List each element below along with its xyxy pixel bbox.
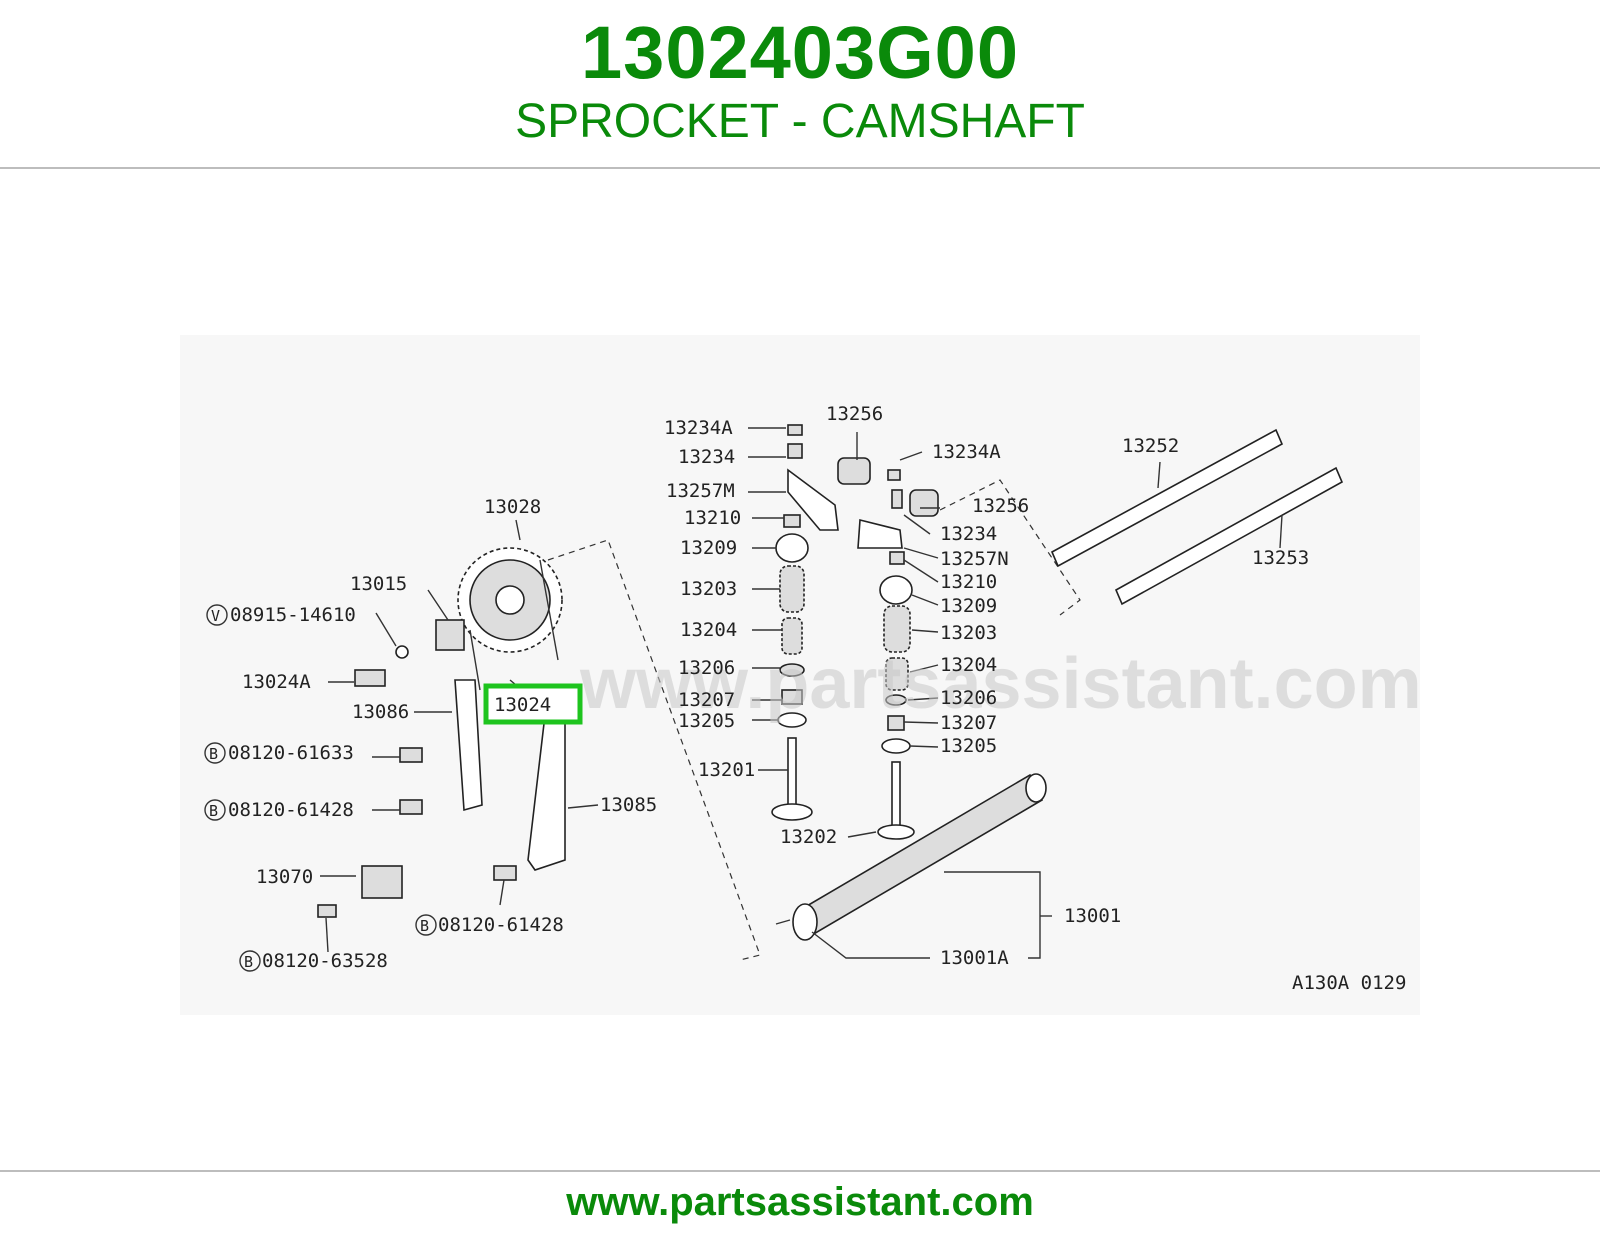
part-08915-washer-graphic <box>395 645 409 659</box>
part-13024A-bolt-graphic <box>354 669 386 687</box>
label-13024A: 13024A <box>242 671 311 693</box>
drawing-code: A130A 0129 <box>1292 972 1406 994</box>
part-labels: 13234A 13256 13234 13257M 13210 13209 13… <box>228 403 1406 994</box>
bolt-61428b-graphic <box>493 865 517 881</box>
bottom-divider <box>0 1170 1600 1172</box>
label-08120-61428-bottom: 08120-61428 <box>438 914 564 936</box>
part-13070-tensioner-graphic <box>361 865 403 899</box>
label-13209-right: 13209 <box>940 595 997 617</box>
header: 1302403G00 SPROCKET - CAMSHAFT <box>0 0 1600 168</box>
label-08120-63528: 08120-63528 <box>262 950 388 972</box>
footer-url-link[interactable]: www.partsassistant.com <box>566 1180 1034 1224</box>
label-13015: 13015 <box>350 573 407 595</box>
leader-lines <box>320 427 1283 959</box>
circle-mark-v: V <box>211 607 220 625</box>
label-13252: 13252 <box>1122 435 1179 457</box>
part-13086-guide-graphic <box>454 679 483 812</box>
label-13210-left: 13210 <box>684 507 741 529</box>
circle-mark-b2: B <box>209 802 218 820</box>
part-13015-graphic <box>435 619 465 651</box>
label-13086: 13086 <box>352 701 409 723</box>
label-13205-right: 13205 <box>940 735 997 757</box>
label-13085: 13085 <box>600 794 657 816</box>
bolt-61633-graphic <box>399 747 423 763</box>
bolt-61428a-graphic <box>399 799 423 815</box>
label-13202: 13202 <box>780 826 837 848</box>
label-13256-right: 13256 <box>972 495 1029 517</box>
label-13210-right: 13210 <box>940 571 997 593</box>
highlighted-part-box[interactable]: 13024 <box>483 683 583 725</box>
label-13234-right: 13234 <box>940 523 997 545</box>
label-13203-right: 13203 <box>940 622 997 644</box>
label-13001A: 13001A <box>940 947 1009 969</box>
right-valve-stack-graphic <box>857 469 939 840</box>
label-13206-right: 13206 <box>940 687 997 709</box>
camshaft-graphic <box>775 773 1047 941</box>
rocker-shafts-graphic <box>1050 428 1344 606</box>
part-name-subtitle: SPROCKET - CAMSHAFT <box>515 95 1085 148</box>
left-valve-stack-graphic <box>771 424 871 821</box>
label-13207-left: 13207 <box>678 689 735 711</box>
label-13070: 13070 <box>256 866 313 888</box>
label-13028: 13028 <box>484 496 541 518</box>
circle-mark-b3: B <box>420 917 429 935</box>
label-13203-left: 13203 <box>680 578 737 600</box>
top-divider <box>0 167 1600 169</box>
label-13204-left: 13204 <box>680 619 737 641</box>
highlighted-part-label: 13024 <box>494 694 551 716</box>
parts-diagram: www.partsassistant.com V B B B B 13234A … <box>180 335 1422 1015</box>
label-13209-left: 13209 <box>680 537 737 559</box>
label-13205-left: 13205 <box>678 710 735 732</box>
label-13234A-right: 13234A <box>932 441 1001 463</box>
circle-mark-b4: B <box>244 953 253 971</box>
watermark-text: www.partsassistant.com <box>579 644 1422 724</box>
bolt-63528-graphic <box>317 904 337 918</box>
label-13001: 13001 <box>1064 905 1121 927</box>
label-13207-right: 13207 <box>940 712 997 734</box>
circle-marks: V B B B B <box>204 604 437 972</box>
label-08120-61428-left: 08120-61428 <box>228 799 354 821</box>
label-13206-left: 13206 <box>678 657 735 679</box>
label-13204-right: 13204 <box>940 654 997 676</box>
label-13234A-left: 13234A <box>664 417 733 439</box>
dashed-boundary-right <box>939 479 1081 616</box>
part-number-title: 1302403G00 <box>581 11 1019 94</box>
label-13257N: 13257N <box>940 548 1009 570</box>
label-13257M: 13257M <box>666 480 735 502</box>
label-13253: 13253 <box>1252 547 1309 569</box>
label-13256-left: 13256 <box>826 403 883 425</box>
circle-mark-b1: B <box>209 745 218 763</box>
label-08915-14610: 08915-14610 <box>230 604 356 626</box>
label-13201: 13201 <box>698 759 755 781</box>
label-13234-left: 13234 <box>678 446 735 468</box>
label-08120-61633: 08120-61633 <box>228 742 354 764</box>
sprocket-chain-graphic <box>457 547 563 691</box>
